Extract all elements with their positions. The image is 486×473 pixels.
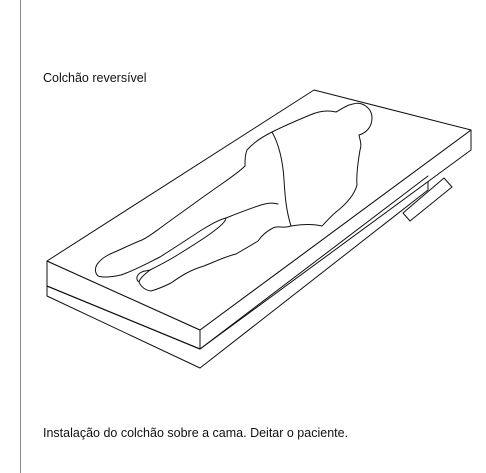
patient-leg-gap — [225, 202, 279, 219]
layer-seam-front — [46, 285, 201, 350]
patient-foot-lower — [136, 269, 151, 283]
page-margin-rule — [20, 0, 21, 473]
patient-arm-outline — [271, 131, 292, 227]
mattress-handle — [402, 177, 453, 222]
mattress-top-surface — [46, 89, 472, 331]
illustration-title: Colchão reversível — [43, 71, 147, 85]
illustration-caption: Instalação do colchão sobre a cama. Deit… — [43, 426, 349, 440]
layer-seam-right — [199, 175, 429, 350]
patient-silhouette — [95, 102, 373, 292]
